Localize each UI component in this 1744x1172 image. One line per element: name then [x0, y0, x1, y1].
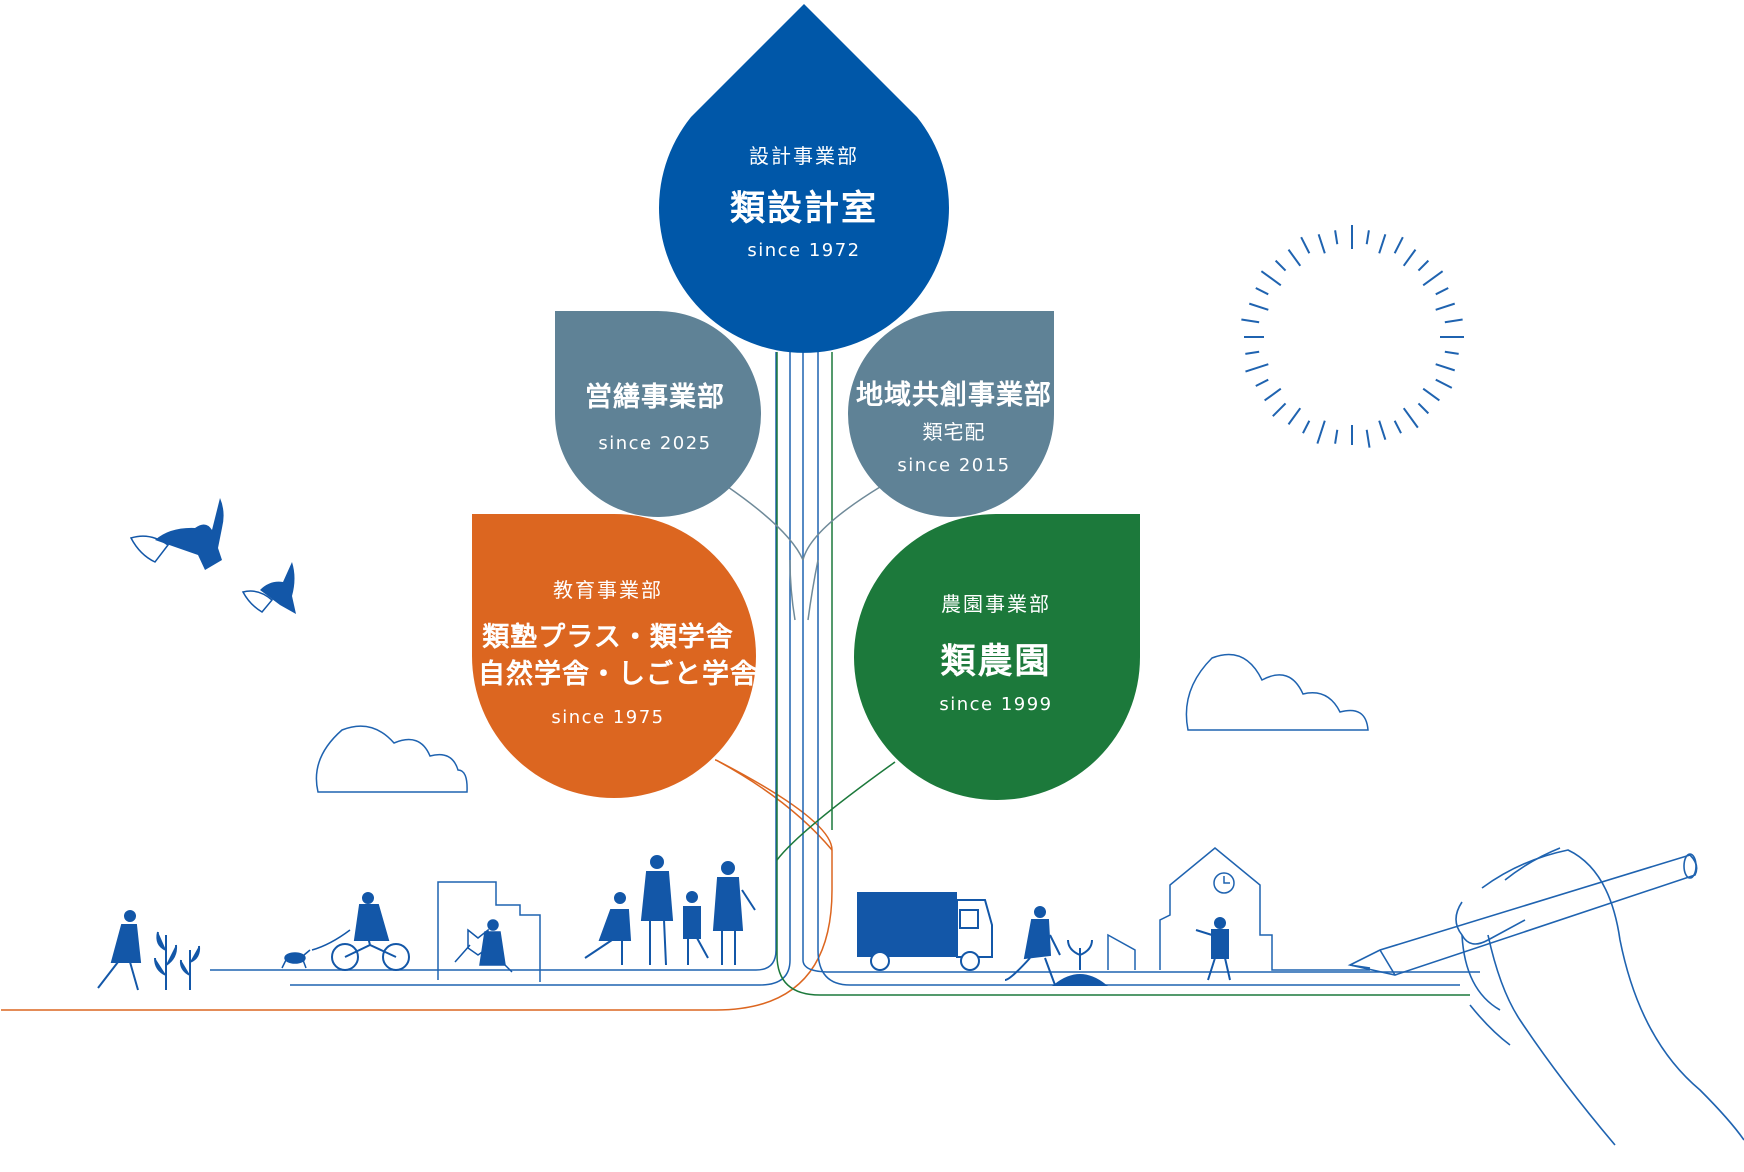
- family-icon: [584, 855, 756, 966]
- farmer-icon: [1004, 906, 1061, 986]
- reading-person-icon: [454, 919, 513, 973]
- farm-title: 類農園: [940, 642, 1052, 682]
- repair-since: since 2025: [598, 433, 712, 454]
- clock-icon: [1213, 872, 1235, 894]
- education-title-1: 類塾プラス・類学舎: [482, 622, 734, 653]
- student-icon: [1195, 917, 1231, 981]
- design-dept-label: 設計事業部: [749, 144, 859, 168]
- delivery-truck-icon: [857, 892, 993, 971]
- leaf-design: [658, 4, 949, 353]
- plant-icon: [154, 931, 201, 990]
- trunk-lines: [1, 352, 1480, 1011]
- dog-walker-icon: [281, 929, 351, 969]
- leaf-farm: [853, 514, 1140, 800]
- leaf-education: [472, 514, 756, 798]
- design-since: since 1972: [747, 240, 861, 261]
- regional-since: since 2015: [897, 455, 1011, 476]
- hand-holding-pencil-icon: [1347, 847, 1744, 1146]
- cloud-icon: [1185, 653, 1369, 731]
- design-title: 類設計室: [729, 189, 878, 229]
- farm-since: since 1999: [939, 694, 1053, 715]
- school-building-icon: [1107, 847, 1335, 971]
- seedling-icon: [1052, 939, 1108, 986]
- leaf-repair: [555, 310, 761, 517]
- bird-icon: [129, 498, 224, 570]
- education-title-2: 自然学舎・しごと学舎: [478, 659, 758, 690]
- leaf-regional: [847, 310, 1054, 517]
- farm-dept-label: 農園事業部: [941, 592, 1051, 616]
- walking-person-icon: [97, 910, 142, 991]
- cloud-icon: [315, 725, 468, 793]
- education-since: since 1975: [551, 707, 665, 728]
- repair-title: 営繕事業部: [585, 382, 725, 413]
- regional-subtitle: 類宅配: [922, 420, 986, 444]
- building-outline: [437, 881, 541, 982]
- sun-icon: [1241, 225, 1464, 448]
- education-dept-label: 教育事業部: [553, 578, 663, 602]
- regional-title: 地域共創事業部: [856, 380, 1052, 411]
- bird-icon: [241, 562, 296, 614]
- cyclist-icon: [331, 892, 410, 971]
